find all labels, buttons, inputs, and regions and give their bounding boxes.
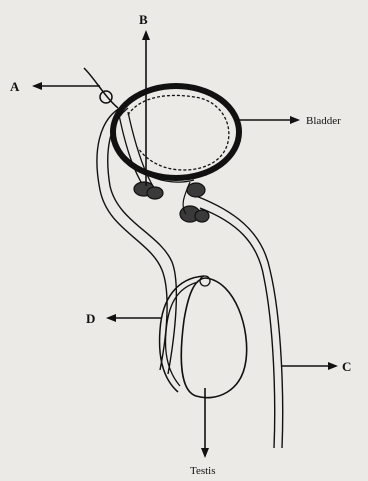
vas-deferens-shape <box>97 108 176 374</box>
label-bladder: Bladder <box>306 115 341 127</box>
label-a: A <box>10 79 20 94</box>
urethra-shape <box>196 196 283 448</box>
bladder-shape <box>113 86 239 178</box>
label-d: D <box>86 311 95 326</box>
label-b: B <box>139 12 148 27</box>
ureter-shape <box>84 68 118 108</box>
testis-shape <box>181 278 246 398</box>
label-testis: Testis <box>190 465 216 477</box>
label-c: C <box>342 359 351 374</box>
